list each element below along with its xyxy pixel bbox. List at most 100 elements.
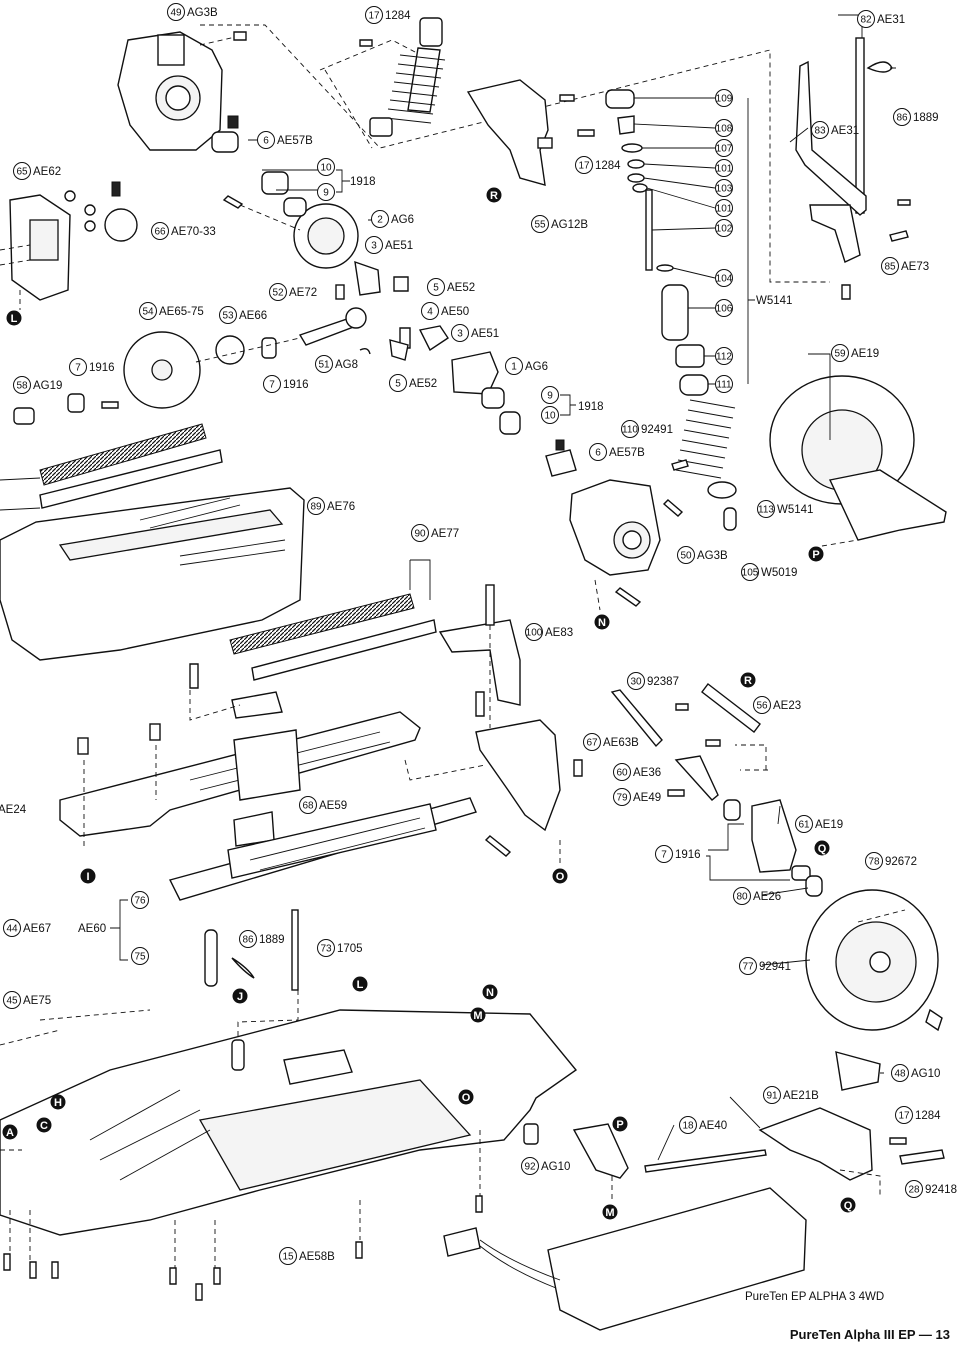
ref-marker-letter: I: [86, 871, 89, 883]
part-number: 1: [511, 362, 517, 373]
part-number-circle: [627, 672, 645, 690]
part-number: 65: [16, 167, 28, 178]
part-code: AE76: [327, 501, 355, 513]
ref-marker-letter: H: [54, 1097, 62, 1109]
part-number: 90: [414, 529, 426, 540]
part-number: 17: [578, 161, 590, 172]
part-code: AG8: [335, 359, 358, 371]
part-number: 7: [661, 850, 667, 861]
part-number-circle: [279, 1247, 297, 1265]
shock-part-circle: [715, 199, 733, 217]
part-number-circle: [583, 733, 601, 751]
part-number: 80: [736, 892, 748, 903]
ref-marker-circle: [2, 1124, 18, 1140]
part-number: 49: [170, 8, 182, 19]
part-code: AG6: [391, 214, 414, 226]
part-code: AE57B: [277, 135, 313, 147]
part-number: 56: [756, 701, 768, 712]
part-number: 60: [616, 768, 628, 779]
part-code: 1705: [337, 943, 363, 955]
ref-marker-circle: [486, 187, 502, 203]
part-label: 9: [317, 183, 335, 201]
part-number: 18: [682, 1121, 694, 1132]
part-number: 5: [395, 379, 401, 390]
ref-marker-letter: M: [605, 1207, 614, 1219]
shock-part-number: 104: [716, 274, 733, 285]
part-number: 73: [320, 944, 332, 955]
part-number: 113: [758, 505, 774, 516]
part-number: 54: [142, 307, 154, 318]
ref-marker-circle: [612, 1116, 628, 1132]
part-number: 10: [320, 163, 332, 174]
part-number-circle: [167, 3, 185, 21]
part-number: 48: [894, 1069, 906, 1080]
part-code: AE50: [441, 306, 469, 318]
part-number-circle: [3, 919, 21, 937]
part-number-circle: [763, 1086, 781, 1104]
rear-wheel-upper: [769, 375, 947, 547]
part-number-circle: [589, 443, 607, 461]
shock-part-number: 107: [716, 144, 733, 155]
part-number: 68: [302, 801, 314, 812]
page-footer: PureTen Alpha III EP — 13: [789, 1327, 950, 1342]
model-name: PureTen EP ALPHA 3 4WD: [745, 1291, 885, 1303]
part-number-circle: [795, 815, 813, 833]
part-code: AG12B: [551, 219, 588, 231]
part-code: AE36: [633, 767, 661, 779]
part-number-circle: [733, 887, 751, 905]
part-code: AE51: [385, 240, 413, 252]
ref-marker-letter: Q: [844, 1200, 853, 1212]
shock-part-circle: [715, 159, 733, 177]
part-code: W5019: [761, 567, 797, 579]
part-code: 92418: [925, 1184, 957, 1196]
part-code: AE57B: [609, 447, 645, 459]
part-number: 79: [616, 793, 628, 804]
part-number: 52: [272, 288, 284, 299]
part-number-circle: [239, 930, 257, 948]
part-number: 3: [371, 241, 377, 252]
part-number: 10: [544, 411, 556, 422]
part-label: 10: [317, 158, 335, 176]
part-number-circle: [677, 546, 695, 564]
shock-tower: [466, 79, 595, 186]
part-number: 86: [896, 113, 908, 124]
part-label: 10: [541, 406, 559, 424]
part-number-circle: [411, 524, 429, 542]
gearbox-right: [569, 459, 689, 611]
part-number-circle: [575, 156, 593, 174]
part-number: 51: [318, 360, 330, 371]
part-number-circle: [3, 991, 21, 1009]
part-code: AE23: [773, 700, 801, 712]
part-number: 76: [134, 896, 146, 907]
top-shock: [359, 17, 446, 137]
part-number-circle: [299, 796, 317, 814]
part-label: 3 AE51: [365, 236, 413, 254]
part-code: AE65-75: [159, 306, 204, 318]
ref-marker-circle: [594, 614, 610, 630]
front-wheel-lower: [805, 889, 943, 1032]
part-code: 1916: [89, 362, 115, 374]
part-code: AE75: [23, 995, 51, 1007]
part-code: AG3B: [697, 550, 728, 562]
part-number: 66: [154, 227, 166, 238]
part-number: 3: [457, 329, 463, 340]
pins: [204, 909, 299, 1040]
